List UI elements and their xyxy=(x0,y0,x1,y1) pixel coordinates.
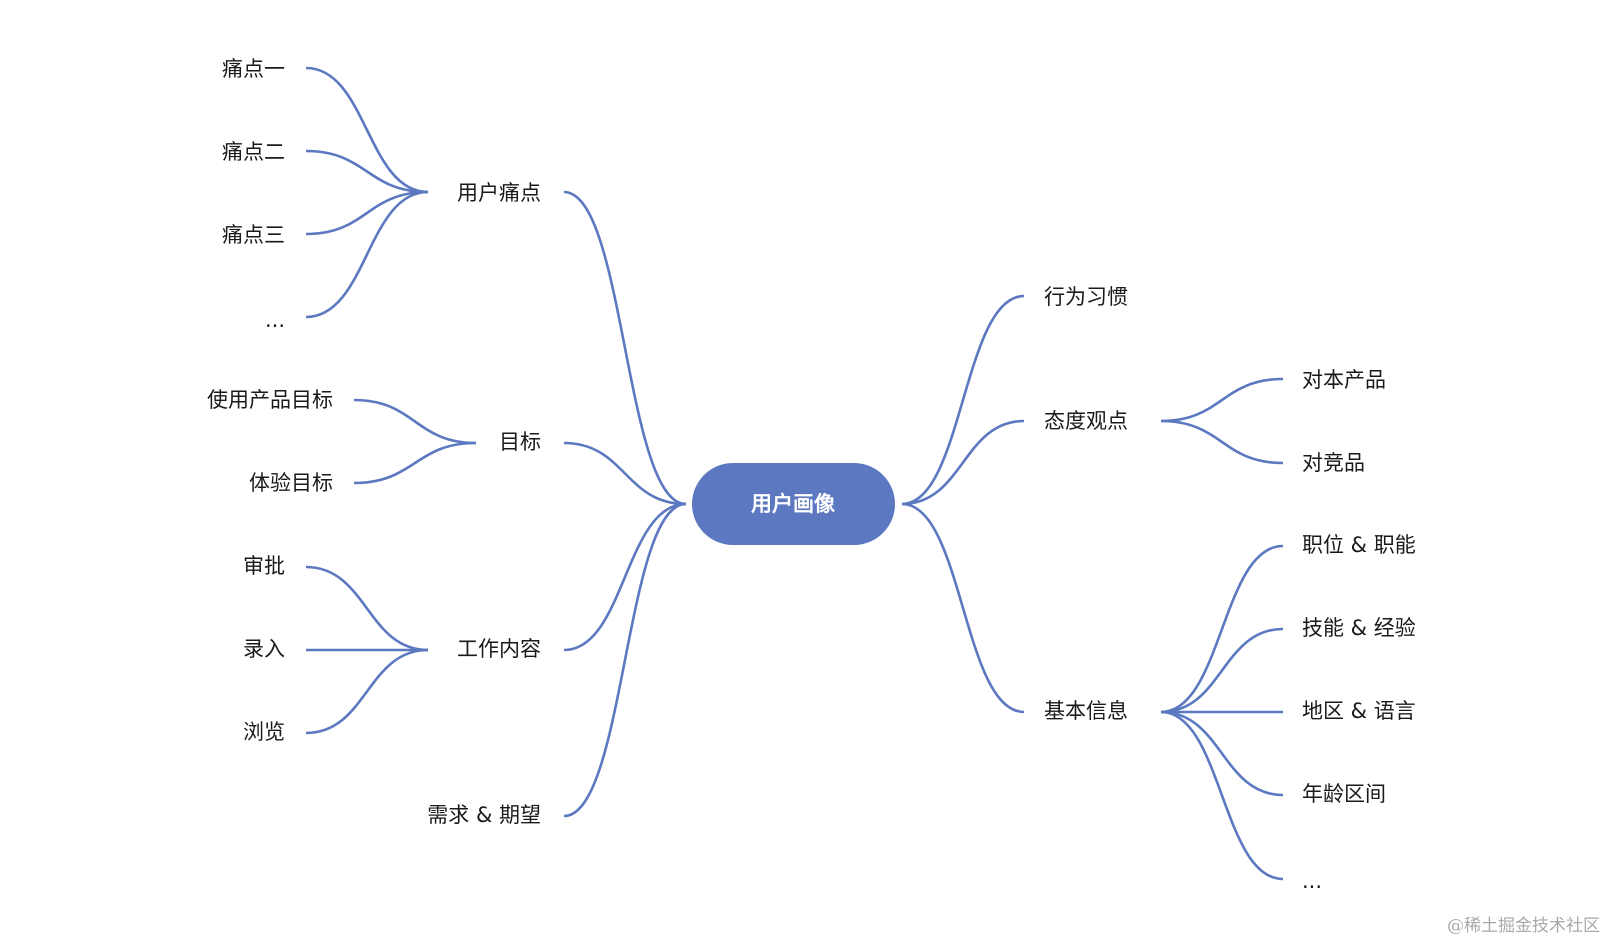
root-node[interactable]: 用户画像 xyxy=(692,463,895,545)
link-root-to-behavior-habits xyxy=(901,294,1025,506)
mind-map-links xyxy=(305,66,1284,881)
link-goals-to-leaf xyxy=(353,398,477,445)
link-pain-points-to-leaf xyxy=(305,66,429,194)
leaf-towards-own-product[interactable]: 对本产品 xyxy=(1302,368,1386,392)
link-attitudes-to-leaf xyxy=(1160,419,1284,465)
leaf-pain-point-2[interactable]: 痛点二 xyxy=(222,140,285,164)
leaf-age-range[interactable]: 年龄区间 xyxy=(1302,782,1386,806)
leaf-position-function[interactable]: 职位 & 职能 xyxy=(1302,533,1416,557)
link-attitudes-to-leaf xyxy=(1160,377,1284,423)
link-basic-info-to-leaf xyxy=(1160,710,1284,881)
leaf-pain-point-1[interactable]: 痛点一 xyxy=(222,57,285,81)
branch-needs-expectations[interactable]: 需求 & 期望 xyxy=(427,803,541,827)
branch-work-content[interactable]: 工作内容 xyxy=(457,637,541,661)
leaf-pain-point-3[interactable]: 痛点三 xyxy=(222,223,285,247)
link-basic-info-to-leaf xyxy=(1160,627,1284,714)
link-pain-points-to-leaf xyxy=(305,149,429,194)
leaf-experience-goal[interactable]: 体验目标 xyxy=(249,471,333,495)
link-goals-to-leaf xyxy=(353,441,477,485)
branch-user-pain-points[interactable]: 用户痛点 xyxy=(457,181,541,205)
leaf-product-usage-goal[interactable]: 使用产品目标 xyxy=(207,388,333,412)
link-root-to-basic-info xyxy=(901,502,1025,714)
leaf-skills-experience[interactable]: 技能 & 经验 xyxy=(1302,616,1416,640)
leaf-data-entry[interactable]: 录入 xyxy=(243,637,285,661)
link-root-to-needs-expectations xyxy=(563,502,687,818)
link-pain-points-to-leaf xyxy=(305,190,429,319)
link-basic-info-to-leaf xyxy=(1160,710,1284,797)
link-work-content-to-leaf xyxy=(305,648,429,735)
link-root-to-goals xyxy=(563,441,687,506)
leaf-towards-competitors[interactable]: 对竞品 xyxy=(1302,451,1365,475)
leaf-basic-info-more[interactable]: ... xyxy=(1302,869,1322,893)
link-work-content-to-leaf xyxy=(305,565,429,652)
leaf-region-language[interactable]: 地区 & 语言 xyxy=(1302,699,1416,723)
branch-attitudes-views[interactable]: 态度观点 xyxy=(1044,409,1128,433)
link-pain-points-to-leaf xyxy=(305,190,429,236)
link-root-to-user-pain-points xyxy=(563,190,687,506)
branch-goals[interactable]: 目标 xyxy=(499,430,541,454)
link-root-to-attitudes-views xyxy=(901,419,1025,506)
leaf-pain-point-more[interactable]: ... xyxy=(265,308,285,332)
link-basic-info-to-leaf xyxy=(1160,544,1284,714)
root-node-box xyxy=(692,463,895,545)
link-root-to-work-content xyxy=(563,502,687,652)
branch-behavior-habits[interactable]: 行为习惯 xyxy=(1044,285,1128,309)
leaf-approval[interactable]: 审批 xyxy=(243,554,285,578)
leaf-browsing[interactable]: 浏览 xyxy=(243,720,285,744)
root-node-label: 用户画像 xyxy=(751,492,836,516)
watermark: @稀土掘金技术社区 xyxy=(1447,916,1600,936)
branch-basic-info[interactable]: 基本信息 xyxy=(1044,699,1128,723)
